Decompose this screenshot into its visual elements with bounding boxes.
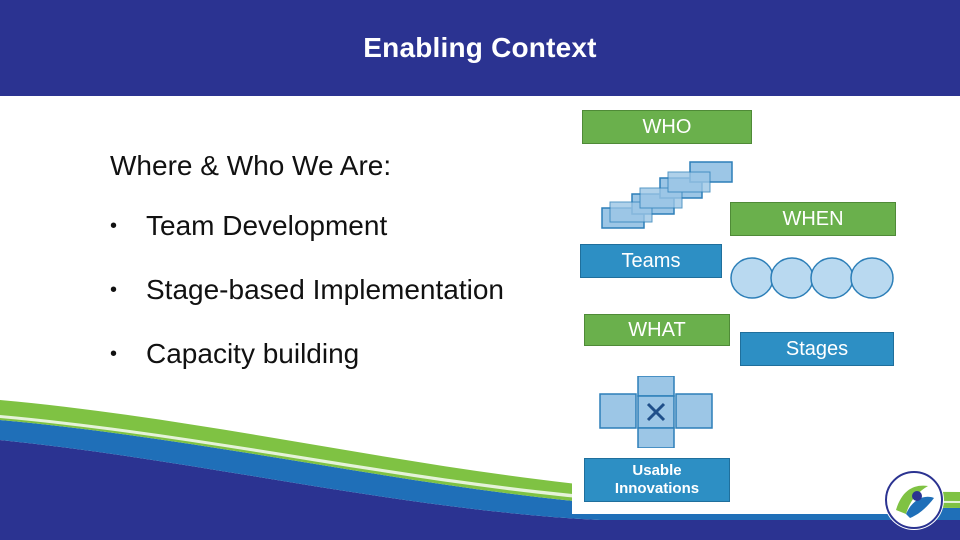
slide-title: Enabling Context — [363, 32, 597, 63]
innovation-puzzle-icon — [599, 376, 713, 448]
when-label: WHEN — [730, 202, 896, 236]
who-label: WHO — [582, 110, 752, 144]
title-bar: Enabling Context — [0, 0, 960, 96]
stages-circles-icon — [730, 257, 894, 299]
what-label: WHAT — [584, 314, 730, 346]
bullet-icon: • — [110, 279, 118, 301]
wave-navy — [0, 440, 960, 540]
usable-innovations-line1: Usable — [632, 462, 682, 479]
usable-innovations-line2: Innovations — [614, 480, 700, 497]
wave-white-gap — [0, 415, 960, 503]
usable-innovations-label: Usable Innovations — [584, 458, 730, 502]
bullet-label: Stage-based Implementation — [146, 274, 504, 305]
bullet-list: • Team Development • Stage-based Impleme… — [110, 210, 504, 402]
bullet-icon: • — [110, 343, 118, 365]
teams-label: Teams — [580, 244, 722, 278]
bullet-item: • Team Development — [110, 210, 504, 274]
bullet-item: • Capacity building — [110, 338, 504, 402]
bullet-label: Team Development — [146, 210, 388, 241]
section-heading: Where & Who We Are: — [110, 150, 392, 181]
stages-label: Stages — [740, 332, 894, 366]
implementation-framework-figure: WHO WHEN Teams WHAT Stages — [572, 98, 902, 514]
bullet-icon: • — [110, 215, 118, 237]
bullet-label: Capacity building — [146, 338, 360, 369]
team-steps-icon — [601, 161, 733, 229]
organization-logo-icon — [884, 470, 944, 530]
bullet-item: • Stage-based Implementation — [110, 274, 504, 338]
